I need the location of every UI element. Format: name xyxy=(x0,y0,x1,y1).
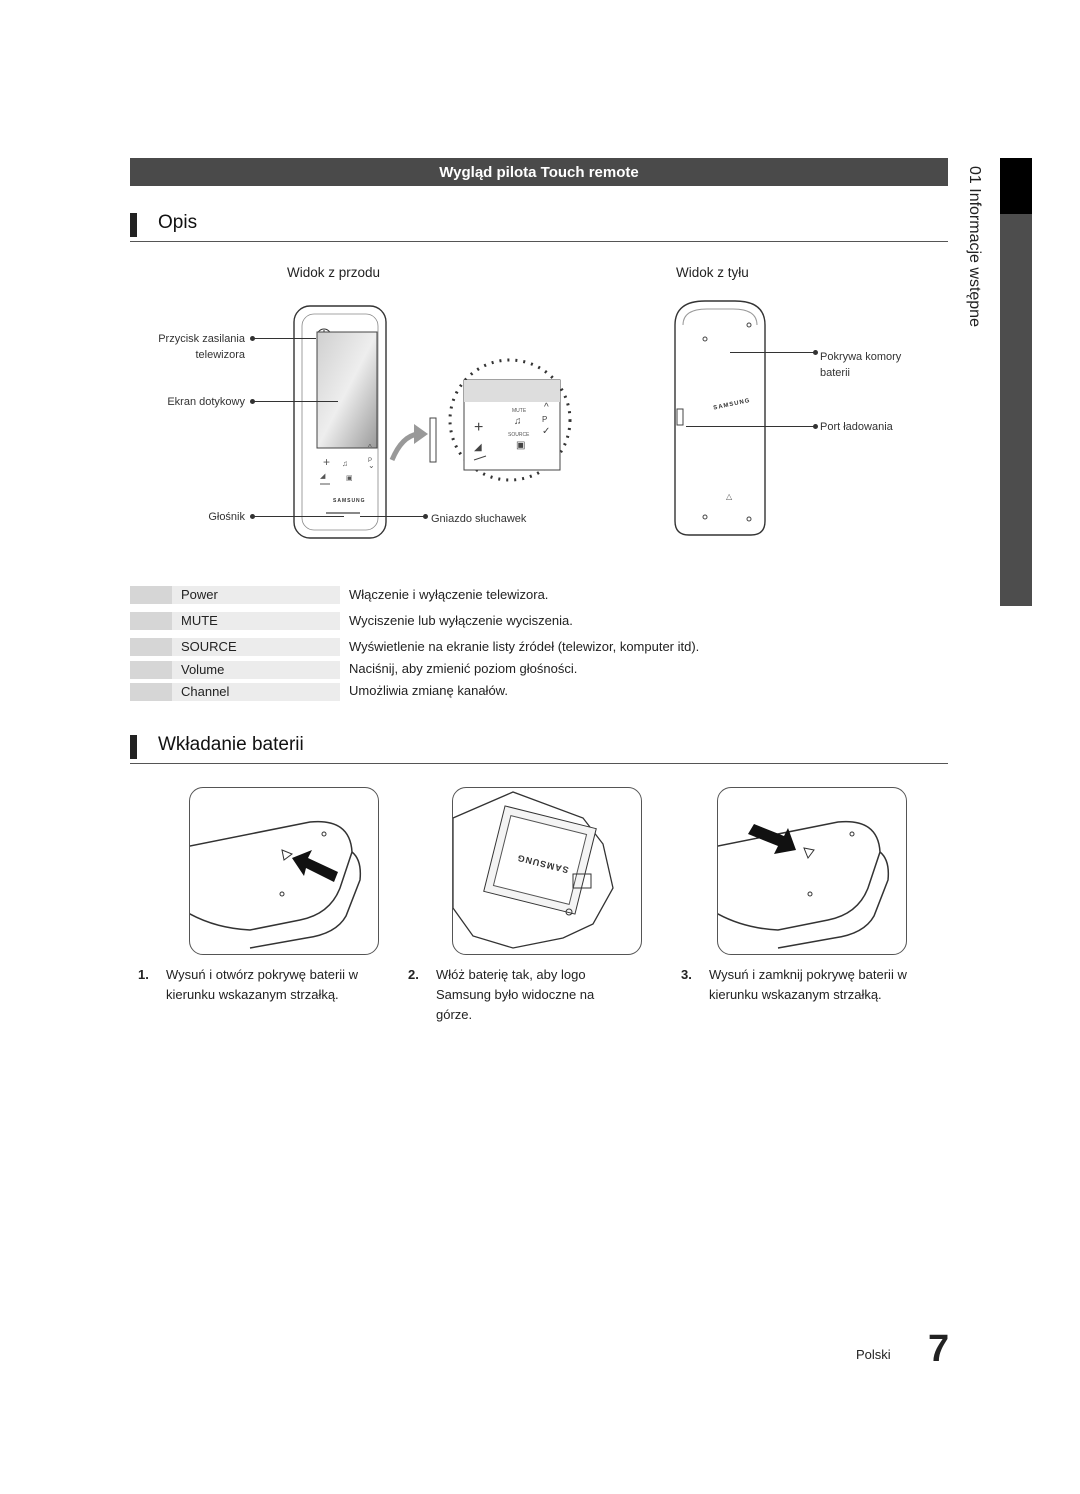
page-number: 7 xyxy=(928,1328,950,1370)
table-row-key: Power xyxy=(130,586,340,604)
triangle-mark-icon xyxy=(803,847,815,860)
touch-screen xyxy=(316,331,378,449)
charging-port xyxy=(676,408,684,426)
leader-dot xyxy=(250,399,255,404)
step-2-number: 2. xyxy=(408,967,419,982)
step-2-image: SAMSUNG xyxy=(452,787,642,955)
callout-cover: Pokrywa komory baterii xyxy=(820,349,901,381)
zoom-channel-p: P xyxy=(542,415,547,424)
svg-text:+: + xyxy=(474,419,483,436)
leader-dot xyxy=(250,336,255,341)
back-remote-body xyxy=(674,300,766,536)
callout-power-line2: telewizora xyxy=(195,349,245,361)
svg-text:△: △ xyxy=(726,492,733,501)
callout-power-line1: Przycisk zasilania xyxy=(158,333,245,345)
table-key-source: SOURCE xyxy=(181,639,237,654)
table-row-key: MUTE xyxy=(130,612,340,630)
back-remote-illustration: SAMSUNG △ xyxy=(674,300,766,536)
table-row-key: Volume xyxy=(130,661,340,679)
back-view-label: Widok z tyłu xyxy=(676,265,749,280)
front-remote-illustration: + ♫ ^ ◢ ▣ P ⌄ SAMSUNG + ◢ MUTE ♫ SOURCE … xyxy=(293,305,572,539)
chapter-tab-label-wrap: 01 Informacje wstępne xyxy=(963,166,1003,366)
table-desc-power: Włączenie i wyłączenie telewizora. xyxy=(349,587,549,602)
callout-power: Przycisk zasilania telewizora xyxy=(140,331,245,363)
svg-text:♫: ♫ xyxy=(342,459,348,468)
table-key-power: Power xyxy=(181,587,218,602)
section-title-opis: Opis xyxy=(158,212,198,233)
footer-language: Polski xyxy=(856,1347,891,1362)
heading-bar xyxy=(130,213,137,237)
svg-text:^: ^ xyxy=(368,443,372,452)
svg-text:▣: ▣ xyxy=(516,440,525,451)
leader-speaker xyxy=(254,516,344,517)
table-desc-source: Wyświetlenie na ekranie listy źródeł (te… xyxy=(349,639,700,654)
triangle-mark-icon xyxy=(281,849,294,861)
leader-power xyxy=(254,338,316,339)
section-banner: Wygląd pilota Touch remote xyxy=(130,158,948,186)
svg-text:◢: ◢ xyxy=(320,473,326,480)
slide-arrow-icon xyxy=(292,850,338,882)
section-heading-opis: Opis xyxy=(130,211,948,242)
leader-dot xyxy=(250,514,255,519)
leader-dot xyxy=(813,424,818,429)
svg-text:^: ^ xyxy=(544,402,549,413)
front-view-label: Widok z przodu xyxy=(287,265,381,280)
table-row-key: SOURCE xyxy=(130,638,340,656)
svg-text:⌄: ⌄ xyxy=(368,461,375,470)
callout-cover-line1: Pokrywa komory xyxy=(820,351,902,363)
callout-speaker: Głośnik xyxy=(208,511,245,523)
zoom-arrow-icon xyxy=(414,424,428,444)
chapter-tab xyxy=(966,158,1032,606)
callout-cover-line2: baterii xyxy=(820,367,850,379)
zoom-source-label: SOURCE xyxy=(508,432,530,438)
svg-text:+: + xyxy=(323,455,330,469)
leader-headphones xyxy=(360,516,424,517)
section-title-battery: Wkładanie baterii xyxy=(158,734,304,755)
svg-text:✓: ✓ xyxy=(542,426,550,437)
step-1-image xyxy=(189,787,379,955)
heading-bar xyxy=(130,735,137,759)
leader-dot xyxy=(423,514,428,519)
zoom-mute-label: MUTE xyxy=(512,408,527,414)
callout-charge: Port ładowania xyxy=(820,421,893,433)
step-3-text: Wysuń i zamknij pokrywę baterii w kierun… xyxy=(709,967,907,1002)
step-2-text: Włóż baterię tak, aby logo Samsung było … xyxy=(436,967,595,1022)
table-desc-channel: Umożliwia zmianę kanałów. xyxy=(349,683,508,698)
callout-headphones: Gniazdo słuchawek xyxy=(431,513,527,525)
leader-touch xyxy=(254,401,338,402)
table-key-mute: MUTE xyxy=(181,613,218,628)
table-desc-mute: Wyciszenie lub wyłączenie wyciszenia. xyxy=(349,613,573,628)
step-3-image xyxy=(717,787,907,955)
section-heading-battery: Wkładanie baterii xyxy=(130,733,948,764)
svg-text:▣: ▣ xyxy=(346,475,353,482)
table-desc-volume: Naciśnij, aby zmienić poziom głośności. xyxy=(349,661,578,676)
front-channel-p: P xyxy=(368,458,372,464)
slide-arrow-icon xyxy=(748,824,796,854)
front-brand-logo: SAMSUNG xyxy=(333,498,366,504)
step-1-number: 1. xyxy=(138,967,149,982)
step-3-number: 3. xyxy=(681,967,692,982)
callout-touch: Ekran dotykowy xyxy=(167,396,245,408)
svg-text:◢: ◢ xyxy=(474,442,482,453)
step-1-text: Wysuń i otwórz pokrywę baterii w kierunk… xyxy=(166,967,359,1002)
chapter-tab-label: 01 Informacje wstępne xyxy=(966,166,983,327)
leader-charge xyxy=(686,426,816,427)
step-2: 2. Włóż baterię tak, aby logo Samsung by… xyxy=(408,965,658,1025)
leader-cover xyxy=(730,352,816,353)
svg-text:♫: ♫ xyxy=(514,416,522,427)
step-1: 1. Wysuń i otwórz pokrywę baterii w kier… xyxy=(138,965,388,1005)
table-key-volume: Volume xyxy=(181,662,225,677)
table-row-key: Channel xyxy=(130,683,340,701)
table-key-channel: Channel xyxy=(181,684,230,699)
leader-dot xyxy=(813,350,818,355)
step-3: 3. Wysuń i zamknij pokrywę baterii w kie… xyxy=(681,965,931,1005)
chapter-tab-marker xyxy=(1000,158,1032,214)
